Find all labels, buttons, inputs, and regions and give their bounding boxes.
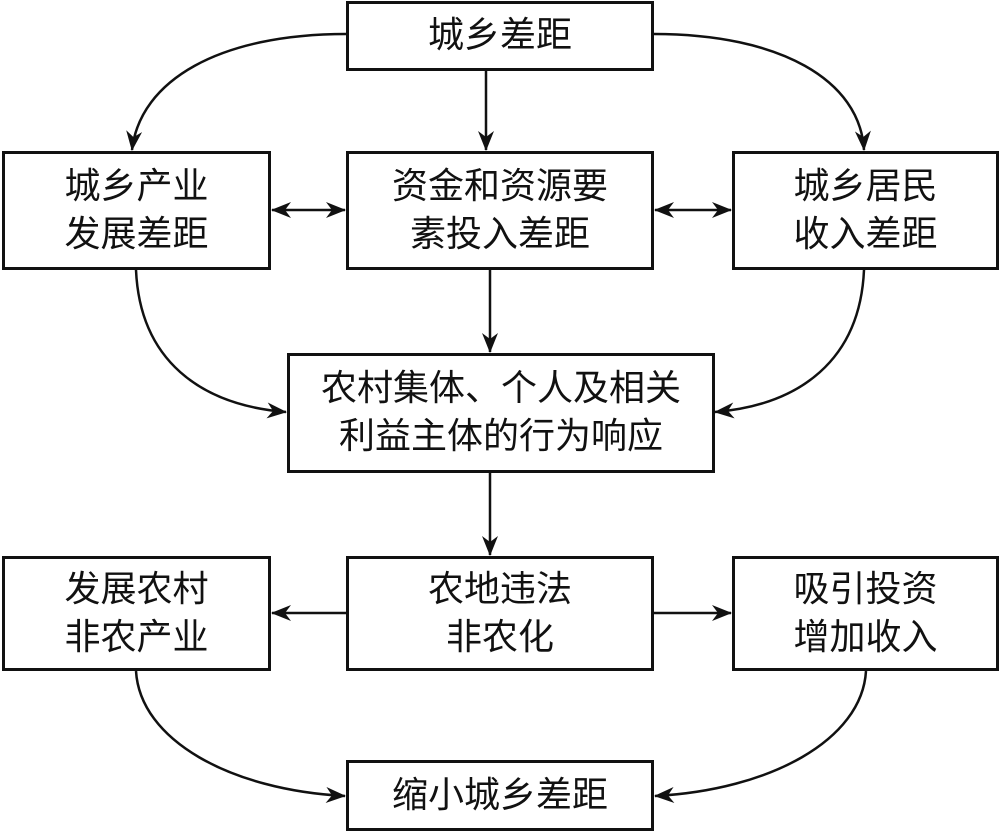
node-label: 非农产业 — [64, 616, 209, 658]
node-label: 资金和资源要 — [391, 165, 608, 207]
node-develop-nonagri: 发展农村 非农产业 — [2, 556, 271, 671]
node-label: 非农化 — [445, 616, 554, 658]
node-urban-rural-gap: 城乡差距 — [346, 1, 654, 71]
node-label: 缩小城乡差距 — [391, 774, 608, 816]
node-label: 利益主体的行为响应 — [338, 416, 663, 457]
node-illegal-conversion: 农地违法 非农化 — [346, 556, 654, 671]
node-label: 城乡差距 — [427, 15, 572, 56]
node-capital-resource-gap: 资金和资源要 素投入差距 — [346, 151, 654, 270]
edge-gap-to-industry — [126, 32, 347, 151]
node-industry-gap: 城乡产业 发展差距 — [2, 151, 271, 270]
node-behavior-response: 农村集体、个人及相关 利益主体的行为响应 — [287, 353, 715, 473]
edge-income-to-behavior — [714, 269, 866, 419]
node-label: 城乡产业 — [64, 165, 209, 207]
node-label: 农村集体、个人及相关 — [320, 368, 681, 409]
node-label: 城乡居民 — [793, 165, 938, 207]
node-income-gap: 城乡居民 收入差距 — [732, 151, 999, 270]
edge-gap-to-income — [653, 32, 871, 151]
node-label: 素投入差距 — [409, 213, 590, 255]
node-attract-investment: 吸引投资 增加收入 — [732, 556, 999, 671]
edge-attract-to-narrow — [654, 670, 868, 803]
node-label: 农地违法 — [427, 568, 572, 610]
edge-industry-to-behavior — [134, 269, 287, 419]
node-label: 吸引投资 — [793, 568, 938, 610]
node-label: 增加收入 — [793, 616, 938, 658]
node-label: 收入差距 — [793, 213, 938, 255]
edge-develop-to-narrow — [134, 670, 346, 803]
node-label: 发展农村 — [64, 568, 209, 610]
node-narrow-gap: 缩小城乡差距 — [346, 760, 654, 831]
node-label: 发展差距 — [64, 213, 209, 255]
